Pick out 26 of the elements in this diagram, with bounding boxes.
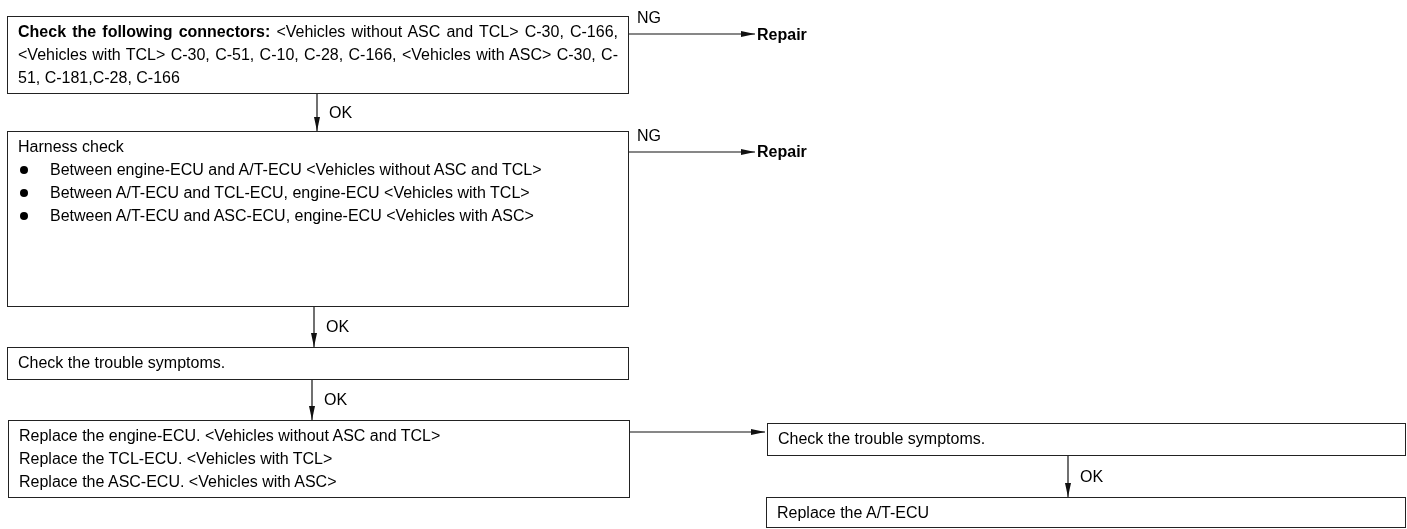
- list-item-text: Between engine-ECU and A/T-ECU <Vehicles without ASC and TCL>: [50, 160, 543, 180]
- box-heading: Harness check: [18, 137, 125, 157]
- list-item-text: Between A/T-ECU and ASC-ECU, engine-ECU <Vehicles with ASC>: [50, 206, 535, 226]
- result-text: Repair: [757, 141, 817, 163]
- arrow: [629, 429, 766, 435]
- box-text: Replace the TCL-ECU. <Vehicles with TCL>: [19, 449, 334, 469]
- box-text: Check the following connectors: <Vehicles without ASC and TCL> C-30, C-166, <Vehicles with TCL> C-30, C-51, C-10, C-28, C-166, <Vehicles with ASC> C-30, C-51, C-181,C-28, C-166: [18, 22, 618, 88]
- process-box: [7, 131, 629, 307]
- process-box: [7, 16, 629, 94]
- box-text: Replace the A/T-ECU: [777, 503, 931, 523]
- result-text: Repair: [757, 24, 817, 46]
- arrow: [309, 379, 315, 421]
- process-box: [7, 347, 629, 380]
- process-box: [767, 423, 1406, 456]
- box-text: Check the trouble symptoms.: [778, 429, 987, 449]
- process-box: [766, 497, 1406, 528]
- arrow: [311, 306, 317, 348]
- arrow: [314, 93, 320, 132]
- box-text: Check the trouble symptoms.: [18, 353, 227, 373]
- process-box: [8, 420, 630, 498]
- arrow: [1065, 455, 1071, 498]
- list-item-text: Between A/T-ECU and TCL-ECU, engine-ECU <Vehicles with TCL>: [50, 183, 531, 203]
- box-text: Replace the ASC-ECU. <Vehicles with ASC>: [19, 472, 338, 492]
- box-text: Replace the engine-ECU. <Vehicles without ASC and TCL>: [19, 426, 442, 446]
- arrow: [628, 149, 756, 155]
- arrow: [628, 31, 756, 37]
